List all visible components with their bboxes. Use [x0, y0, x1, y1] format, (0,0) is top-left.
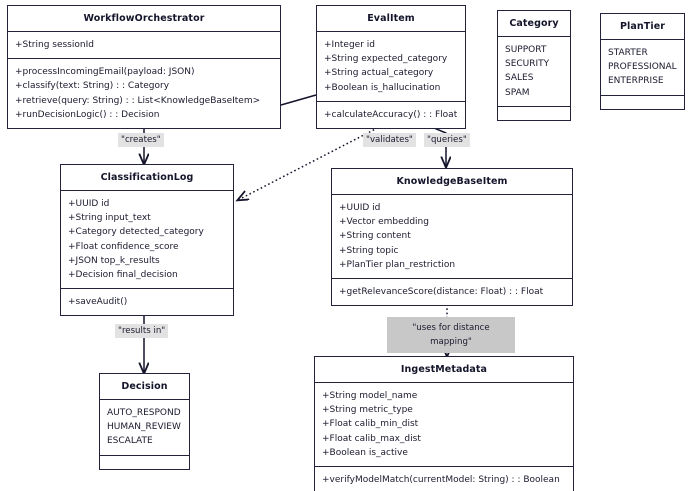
method-row: +retrieve(query: String) : : List<Knowle…: [15, 95, 261, 106]
method-row: +verifyModelMatch(currentModel: String) …: [322, 475, 560, 486]
class-attributes-eval-item: +Integer id +String expected_category +S…: [317, 32, 465, 101]
attribute-row: SPAM: [505, 87, 530, 98]
class-title-decision: Decision: [100, 374, 189, 400]
class-methods-classification-log: +saveAudit(): [61, 288, 233, 315]
class-methods-ingest-metadata: +verifyModelMatch(currentModel: String) …: [315, 466, 573, 491]
class-box-ingest-metadata[interactable]: IngestMetadata +String model_name +Strin…: [314, 356, 574, 491]
class-title-knowledge-base-item: KnowledgeBaseItem: [332, 169, 572, 195]
attribute-row: +String sessionId: [15, 40, 94, 50]
class-box-decision[interactable]: Decision AUTO_RESPOND HUMAN_REVIEW ESCAL…: [99, 373, 190, 470]
class-title-category: Category: [498, 11, 570, 37]
edge-label-uses-for-distance-mapping: "uses for distance mapping": [387, 317, 515, 353]
class-methods-knowledge-base-item: +getRelevanceScore(distance: Float) : : …: [332, 278, 572, 305]
edge-orchestrator-evalitem: [280, 94, 317, 106]
class-title-workflow-orchestrator: WorkflowOrchestrator: [8, 6, 280, 32]
attribute-row: +String model_name: [322, 391, 418, 401]
class-title-plan-tier: PlanTier: [601, 14, 684, 40]
attribute-row: +JSON top_k_results: [68, 255, 160, 266]
attribute-row: +String actual_category: [324, 68, 434, 79]
method-row: +calculateAccuracy() : : Float: [324, 109, 458, 120]
method-row: +getRelevanceScore(distance: Float) : : …: [339, 287, 544, 298]
class-attributes-ingest-metadata: +String model_name +String metric_type +…: [315, 383, 573, 466]
class-attributes-knowledge-base-item: +UUID id +Vector embedding +String conte…: [332, 195, 572, 278]
method-row: +classify(text: String) : : Category: [15, 81, 170, 92]
class-box-knowledge-base-item[interactable]: KnowledgeBaseItem +UUID id +Vector embed…: [331, 168, 573, 307]
class-title-ingest-metadata: IngestMetadata: [315, 357, 573, 383]
attribute-row: +Float calib_max_dist: [322, 433, 421, 444]
attribute-row: +Boolean is_active: [322, 447, 408, 458]
class-methods-workflow-orchestrator: +processIncomingEmail(payload: JSON) +cl…: [8, 58, 280, 128]
edge-label-results-in: "results in": [115, 324, 169, 338]
attribute-row: +Float confidence_score: [68, 241, 179, 252]
attribute-row: +String input_text: [68, 213, 151, 224]
class-attributes-category: SUPPORT SECURITY SALES SPAM: [498, 37, 570, 106]
class-methods-plan-tier: [601, 94, 684, 109]
attribute-row: SUPPORT: [505, 45, 547, 55]
attribute-row: +Decision final_decision: [68, 270, 178, 281]
attribute-row: +Integer id: [324, 40, 375, 50]
attribute-row: +UUID id: [339, 203, 381, 213]
class-methods-decision: [100, 454, 189, 469]
attribute-row: SECURITY: [505, 59, 550, 70]
class-box-category[interactable]: Category SUPPORT SECURITY SALES SPAM: [497, 10, 571, 121]
attribute-row: +String content: [339, 231, 411, 242]
attribute-row: +Float calib_min_dist: [322, 419, 419, 430]
class-attributes-decision: AUTO_RESPOND HUMAN_REVIEW ESCALATE: [100, 400, 189, 455]
class-attributes-plan-tier: STARTER PROFESSIONAL ENTERPRISE: [601, 40, 684, 95]
attribute-row: PROFESSIONAL: [608, 62, 677, 73]
attribute-row: HUMAN_REVIEW: [107, 422, 181, 433]
edge-validates: [238, 121, 390, 200]
attribute-row: +String expected_category: [324, 54, 448, 65]
attribute-row: +String metric_type: [322, 405, 413, 416]
attribute-row: STARTER: [608, 48, 648, 58]
method-row: +saveAudit(): [68, 297, 128, 308]
attribute-row: ESCALATE: [107, 436, 153, 447]
attribute-row: AUTO_RESPOND: [107, 408, 181, 418]
class-box-classification-log[interactable]: ClassificationLog +UUID id +String input…: [60, 164, 234, 317]
edge-label-validates: "validates": [363, 133, 416, 147]
class-methods-category: [498, 105, 570, 120]
attribute-row: SALES: [505, 73, 534, 84]
class-methods-eval-item: +calculateAccuracy() : : Float: [317, 100, 465, 128]
class-box-plan-tier[interactable]: PlanTier STARTER PROFESSIONAL ENTERPRISE: [600, 13, 685, 110]
class-attributes-workflow-orchestrator: +String sessionId: [8, 32, 280, 58]
attribute-row: +PlanTier plan_restriction: [339, 259, 456, 270]
attribute-row: +UUID id: [68, 199, 110, 209]
class-attributes-classification-log: +UUID id +String input_text +Category de…: [61, 191, 233, 288]
edge-label-creates: "creates": [118, 133, 164, 147]
edge-label-queries: "queries": [424, 133, 470, 147]
class-title-classification-log: ClassificationLog: [61, 165, 233, 191]
attribute-row: +String topic: [339, 245, 399, 256]
class-title-eval-item: EvalItem: [317, 6, 465, 32]
attribute-row: ENTERPRISE: [608, 76, 664, 87]
attribute-row: +Category detected_category: [68, 227, 204, 238]
class-box-eval-item[interactable]: EvalItem +Integer id +String expected_ca…: [316, 5, 466, 130]
attribute-row: +Boolean is_hallucination: [324, 82, 441, 93]
method-row: +processIncomingEmail(payload: JSON): [15, 67, 195, 78]
class-box-workflow-orchestrator[interactable]: WorkflowOrchestrator +String sessionId +…: [7, 5, 281, 130]
method-row: +runDecisionLogic() : : Decision: [15, 109, 160, 120]
attribute-row: +Vector embedding: [339, 217, 429, 228]
